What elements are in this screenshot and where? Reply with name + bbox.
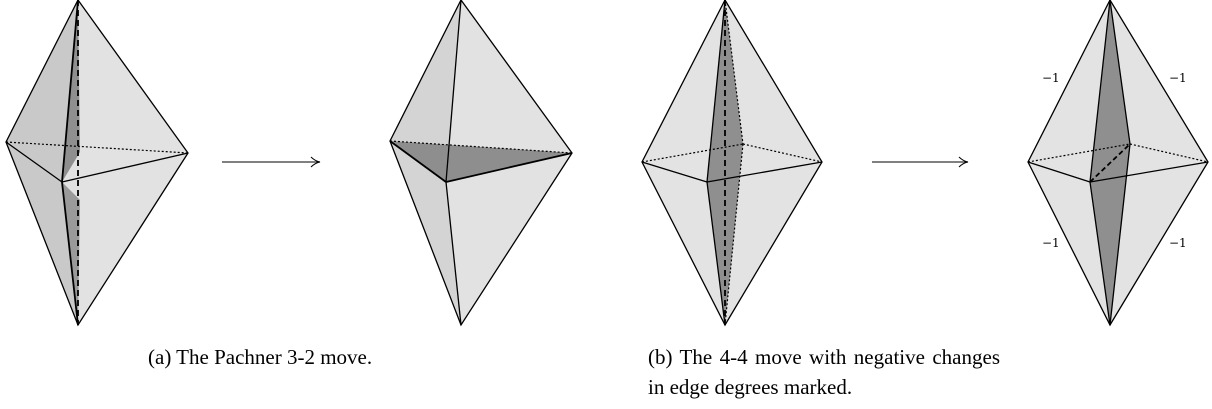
front-edge xyxy=(1109,143,1131,326)
front-edge xyxy=(1027,161,1091,183)
edge-degree-label: −1 xyxy=(1042,236,1060,250)
hidden-edge xyxy=(742,143,823,163)
face xyxy=(62,153,188,325)
edge-degree-label: −1 xyxy=(1169,236,1187,250)
hidden-edge xyxy=(641,143,744,163)
front-edge xyxy=(445,181,462,326)
face xyxy=(62,0,188,182)
move-arrow xyxy=(872,156,969,168)
face xyxy=(6,0,78,182)
face xyxy=(390,0,461,182)
triangle-face xyxy=(390,141,572,182)
front-edge xyxy=(1109,0,1131,145)
front-edge xyxy=(641,161,708,183)
move-arrow xyxy=(222,156,321,168)
front-edge xyxy=(1089,181,1111,326)
octahedron-before xyxy=(641,0,823,327)
bipyramid-3-tetrahedra xyxy=(5,0,189,327)
face xyxy=(446,0,572,182)
front-edge xyxy=(389,140,447,183)
face xyxy=(642,0,725,182)
caption-b: (b) The 4-4 move with negative changes i… xyxy=(648,345,1000,399)
pachner-moves-figure: −1 −1 −1 −1 xyxy=(5,0,1209,327)
front-edge xyxy=(61,0,79,183)
octahedron-after: −1 −1 −1 −1 xyxy=(1027,0,1209,327)
front-edge xyxy=(61,181,79,326)
front-edge xyxy=(706,0,726,183)
front-edge xyxy=(445,0,462,183)
front-edge xyxy=(445,152,573,183)
front-edge xyxy=(1089,161,1209,183)
front-edge xyxy=(5,141,63,183)
front-edge xyxy=(706,181,726,326)
face xyxy=(1028,0,1110,182)
hidden-edge xyxy=(724,0,744,145)
edge-degree-label: −1 xyxy=(1169,71,1187,85)
bipyramid-2-tetrahedra xyxy=(389,0,573,327)
front-edge xyxy=(61,152,189,183)
hidden-edge xyxy=(1129,143,1209,163)
new-axis-edge xyxy=(1089,143,1131,183)
face xyxy=(446,153,572,325)
caption-a: (a) The Pachner 3-2 move. xyxy=(148,345,373,369)
edge-degree-label: −1 xyxy=(1042,71,1060,85)
front-edge xyxy=(1089,0,1111,183)
front-edge xyxy=(706,161,823,183)
hidden-edge xyxy=(1027,143,1131,163)
